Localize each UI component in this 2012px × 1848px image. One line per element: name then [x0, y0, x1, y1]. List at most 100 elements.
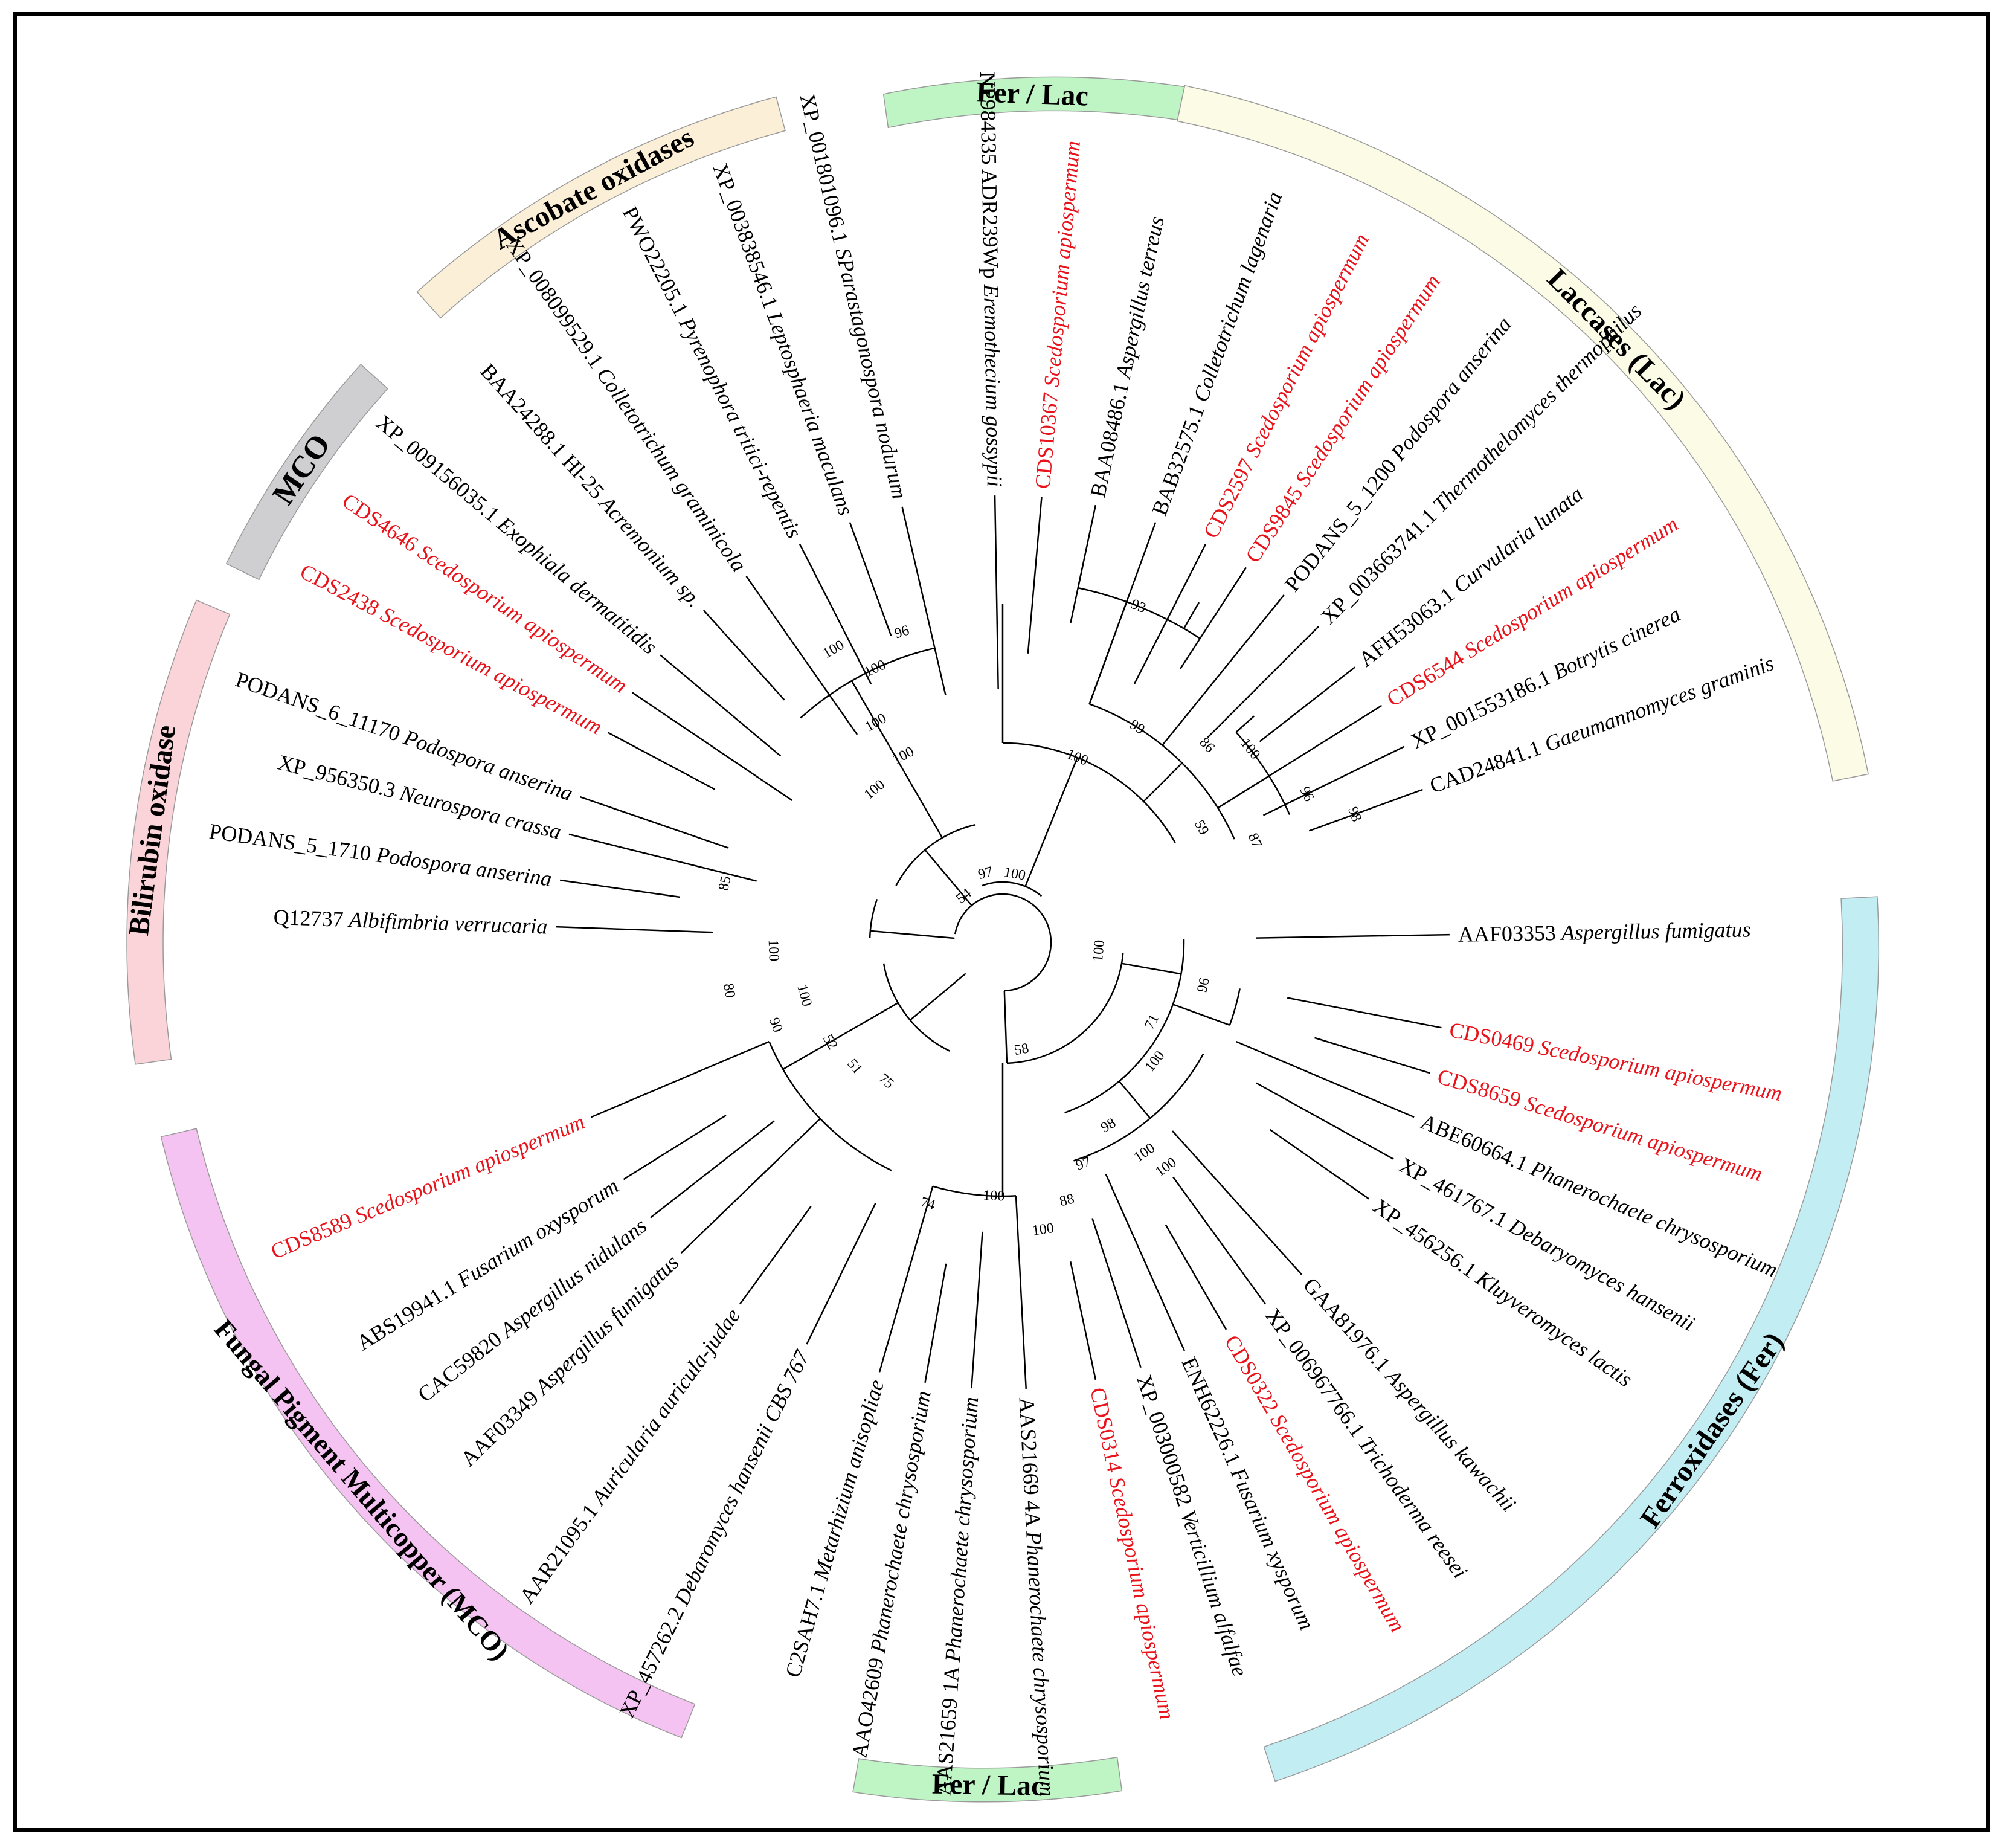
bootstrap-value: 98: [1345, 805, 1364, 823]
tree-arc: [1229, 988, 1241, 1026]
bootstrap-value: 97: [1074, 1154, 1093, 1174]
tree-branch: [994, 495, 999, 689]
tree-branch: [579, 796, 729, 849]
tree-branches: [556, 495, 1450, 1389]
tree-branch: [623, 1115, 727, 1180]
tree-branch: [924, 849, 972, 906]
tree-branch: [1118, 1081, 1151, 1119]
bootstrap-value: 100: [863, 710, 889, 735]
bootstrap-value: 96: [1194, 976, 1212, 994]
leaf-accession: AAF03349: [456, 1382, 547, 1471]
bootstrap-value: 58: [1013, 1040, 1030, 1058]
leaf-accession: BAA08486.1: [1085, 375, 1134, 500]
leaf-species: Scedosporium apiospermum: [377, 602, 606, 739]
leaf-label: BAA08486.1 Aspergillus terreus: [1085, 214, 1169, 499]
leaf-species: Albifimbria verrucaria: [347, 907, 548, 939]
bootstrap-value: 100: [1090, 939, 1108, 962]
clade-band: [1263, 896, 1880, 1782]
tree-branch: [680, 1118, 821, 1254]
leaf-label: NP984335 ADR239Wp Eremothecium gossypii: [975, 71, 1007, 487]
tree-branch: [556, 926, 713, 933]
tree-arc: [954, 893, 1052, 992]
tree-branch: [849, 522, 892, 636]
tree-arc: [768, 1041, 892, 1171]
tree-branch: [1165, 1225, 1227, 1330]
tree-branch: [1091, 1218, 1142, 1368]
tree-arc: [1073, 1053, 1204, 1162]
tree-branch: [745, 576, 858, 735]
tree-branch: [1172, 1003, 1230, 1026]
clade-band-label: MCO: [266, 428, 337, 511]
tree-arc: [1064, 939, 1185, 1114]
clade-band-label: Fer / Lac: [975, 76, 1088, 112]
tree-arc: [1006, 953, 1124, 1064]
bootstrap-value: 75: [876, 1070, 897, 1092]
leaf-accession: ABS19941.1: [352, 1272, 465, 1355]
leaf-accession: CAD24841.1: [1427, 733, 1550, 798]
tree-branch: [1235, 715, 1255, 733]
tree-branch: [1172, 1130, 1303, 1275]
leaf-accession: CDS0314: [1085, 1385, 1128, 1479]
tree-arc: [1089, 703, 1235, 840]
bootstrap-value: 100: [862, 657, 889, 680]
leaf-species: SParastagonospora nodurum: [831, 246, 912, 501]
tree-branch: [1269, 1128, 1369, 1200]
clade-band: [852, 1756, 1123, 1803]
leaf-label: AAS21669 4A Phanerochaete chrysosporium: [1014, 1397, 1059, 1797]
tree-branch: [924, 1263, 947, 1383]
bootstrap-value: 90: [766, 1016, 786, 1034]
leaf-accession: CDS10367: [1030, 386, 1064, 490]
bootstrap-value: 100: [1003, 864, 1027, 884]
bootstrap-value: 87: [1245, 831, 1265, 850]
leaf-accession: XP_008099529.1: [501, 233, 612, 377]
tree-branch: [1287, 997, 1442, 1029]
leaf-species: Botrytis cinerea: [1549, 602, 1684, 684]
leaf-accession: CDS0322: [1220, 1331, 1287, 1422]
leaf-label: CAD24841.1 Gaeumannomyces graminis: [1427, 651, 1777, 798]
tree-branch: [806, 1202, 876, 1345]
tree-branch: [1133, 544, 1207, 684]
bootstrap-value: 88: [1058, 1191, 1076, 1209]
bootstrap-value: 80: [720, 982, 738, 999]
tree-branch: [1236, 1040, 1415, 1118]
leaf-accession: CDS2597: [1198, 450, 1261, 542]
leaf-accession: CDS2438: [296, 559, 388, 623]
clade-band-label: Ferroxidases (Fer): [1634, 1327, 1790, 1533]
tree-branch: [631, 692, 793, 802]
leaf-accession: AAF03353: [1458, 921, 1562, 947]
leaf-accession: XP_956350.3: [275, 750, 403, 804]
leaf-accession: NP984335 ADR239Wp: [975, 71, 1003, 285]
tree-branch: [739, 1206, 812, 1305]
leaf-accession: XP_009156035.1: [371, 410, 508, 530]
leaf-species: Metarhizium anisopliae: [808, 1377, 889, 1583]
leaf-species: Aspergillus fumigatus: [530, 1250, 684, 1400]
leaf-species: Podospora anserina: [374, 842, 553, 891]
leaf-species: Phanerochaete chrysosporium: [1021, 1530, 1059, 1797]
bootstrap-value: 100: [1142, 1048, 1168, 1075]
tree-arc: [982, 881, 1043, 897]
tree-arc: [932, 1185, 1017, 1197]
bootstrap-value: 100: [983, 1188, 1005, 1204]
leaf-species: Aspergillus fumigatus: [1560, 917, 1751, 945]
leaf-label: Q12737 Albifimbria verrucaria: [273, 905, 548, 939]
leaf-accession: CDS9845: [1241, 477, 1311, 567]
leaf-species: Verticillium alfalfae: [1176, 1507, 1253, 1679]
tree-branch: [1162, 594, 1285, 746]
tree-branch: [870, 930, 955, 939]
bootstrap-value: 99: [1127, 716, 1148, 738]
tree-arc: [1078, 587, 1201, 639]
tree-branch: [1314, 1037, 1431, 1074]
bootstrap-value: 100: [820, 637, 847, 662]
leaf-accession: PODANS_5_1710: [208, 819, 378, 866]
leaf-accession: CDS8659: [1435, 1064, 1529, 1113]
bootstrap-value: 100: [1031, 1220, 1055, 1239]
leaf-species: Scedosporium apiospermum: [1290, 270, 1445, 491]
bootstrap-value: 97: [977, 864, 995, 883]
tree-branch: [909, 973, 966, 1021]
tree-branch: [782, 1002, 899, 1070]
tree-arc: [895, 823, 976, 886]
tree-branch: [1259, 666, 1355, 742]
